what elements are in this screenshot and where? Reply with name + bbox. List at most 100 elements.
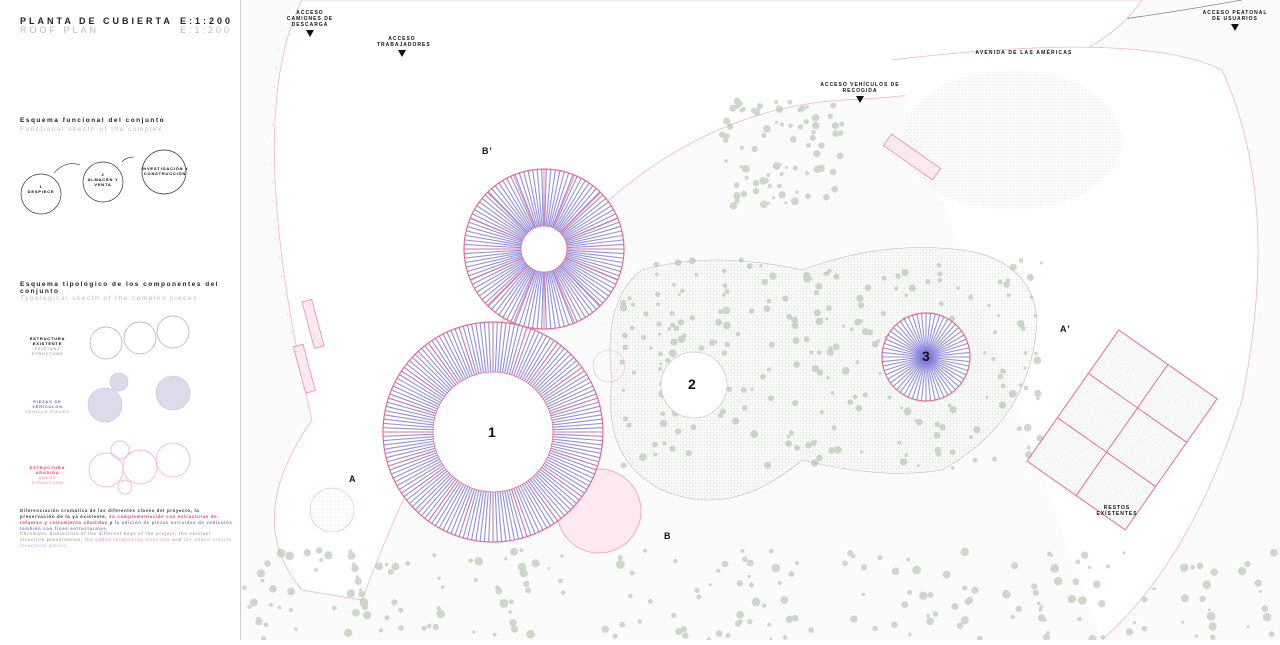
tree-foliage — [653, 452, 658, 457]
tree-foliage — [960, 549, 967, 556]
tree-foliage — [816, 350, 822, 356]
tree-foliage — [1016, 426, 1022, 432]
tree-foliage — [1016, 320, 1025, 328]
tree-foliage — [629, 570, 635, 576]
roof-rib — [925, 327, 960, 358]
typological-diagram — [87, 315, 191, 495]
tree-foliage — [788, 430, 795, 436]
roof-rib — [385, 443, 435, 454]
tree-foliage — [771, 563, 781, 573]
roof-rib — [464, 249, 522, 255]
roof-rib — [462, 489, 478, 539]
tree-foliage — [736, 610, 745, 619]
roof-rib — [548, 454, 595, 475]
building-3 — [881, 312, 971, 402]
tree-foliage — [784, 201, 788, 205]
tree-foliage — [612, 633, 618, 639]
access-arrow-icon — [398, 50, 406, 57]
tree-foliage — [949, 406, 957, 414]
tree-foliage — [1033, 351, 1039, 356]
roof-rib — [883, 356, 927, 372]
tree-foliage — [934, 421, 941, 428]
tree-foliage — [811, 113, 820, 122]
roof-rib — [896, 323, 927, 358]
roof-rib — [892, 356, 927, 387]
tree-foliage — [499, 598, 509, 608]
tree-foliage — [601, 625, 610, 633]
roof-rib — [478, 262, 526, 297]
tree-foliage — [761, 132, 767, 138]
tree-foliage — [675, 628, 683, 636]
tree-foliage — [767, 183, 772, 189]
tree-foliage — [823, 193, 830, 201]
tree-foliage — [841, 367, 850, 375]
roof-rib — [383, 436, 434, 442]
roof-rib — [563, 259, 614, 289]
roof-rib — [550, 401, 600, 417]
tree-foliage — [722, 137, 729, 143]
roof-rib — [424, 478, 457, 519]
tree-foliage — [287, 587, 296, 596]
roof-rib — [499, 322, 507, 373]
roof-rib — [468, 256, 523, 277]
roof-rib — [925, 356, 949, 396]
tree-foliage — [950, 466, 955, 470]
tree-foliage — [680, 288, 685, 294]
roof-rib — [887, 356, 927, 380]
roof-rib — [896, 356, 927, 391]
roof-rib — [406, 468, 447, 501]
roof-rib — [383, 433, 434, 437]
roof-rib — [925, 313, 932, 358]
roof-rib — [547, 385, 594, 408]
roof-rib — [549, 452, 597, 471]
roof-rib — [566, 239, 624, 247]
tree-foliage — [621, 332, 628, 339]
roof-rib — [519, 485, 544, 531]
tree-foliage — [474, 556, 483, 566]
tree-foliage — [791, 316, 798, 324]
roof-rib — [551, 410, 601, 421]
roof-rib — [892, 327, 927, 358]
ruins-label: RESTOS EXISTENTES — [1096, 505, 1138, 517]
roof-rib — [525, 340, 555, 383]
tree-foliage — [964, 598, 972, 606]
tree-foliage — [1015, 605, 1022, 613]
roof-rib — [552, 427, 603, 431]
tree-foliage — [799, 105, 806, 112]
roof-rib — [556, 182, 590, 231]
roof-rib — [396, 460, 441, 487]
tree-foliage — [797, 124, 803, 130]
roof-rib — [384, 414, 434, 424]
roof-rib — [547, 456, 594, 479]
tree-foliage — [722, 306, 731, 315]
roof-rib — [494, 491, 498, 542]
roof-rib — [548, 271, 561, 328]
tree-foliage — [741, 164, 750, 173]
existing-ruins — [1026, 329, 1218, 531]
tree-foliage — [792, 337, 800, 345]
roof-rib — [887, 334, 927, 358]
roof-rib — [474, 259, 525, 289]
tree-foliage — [936, 262, 942, 268]
tree-foliage — [723, 321, 731, 330]
tree-foliage — [269, 602, 273, 607]
tree-foliage — [803, 118, 809, 125]
tree-foliage — [1269, 548, 1278, 557]
roof-rib — [555, 180, 586, 230]
tree-foliage — [1078, 596, 1087, 605]
tree-foliage — [855, 360, 860, 365]
roof-rib — [529, 345, 562, 386]
tree-foliage — [677, 319, 684, 326]
tree-foliage — [750, 108, 756, 114]
tree-foliage — [1050, 563, 1060, 573]
roof-rib — [536, 356, 575, 392]
tree-foliage — [615, 560, 625, 569]
roof-rib — [389, 452, 437, 471]
roof-rib — [882, 351, 927, 358]
tree-foliage — [1018, 258, 1024, 263]
tree-foliage — [1009, 263, 1017, 271]
tree-foliage — [782, 600, 787, 605]
roof-rib — [552, 436, 603, 442]
tree-foliage — [805, 105, 810, 109]
